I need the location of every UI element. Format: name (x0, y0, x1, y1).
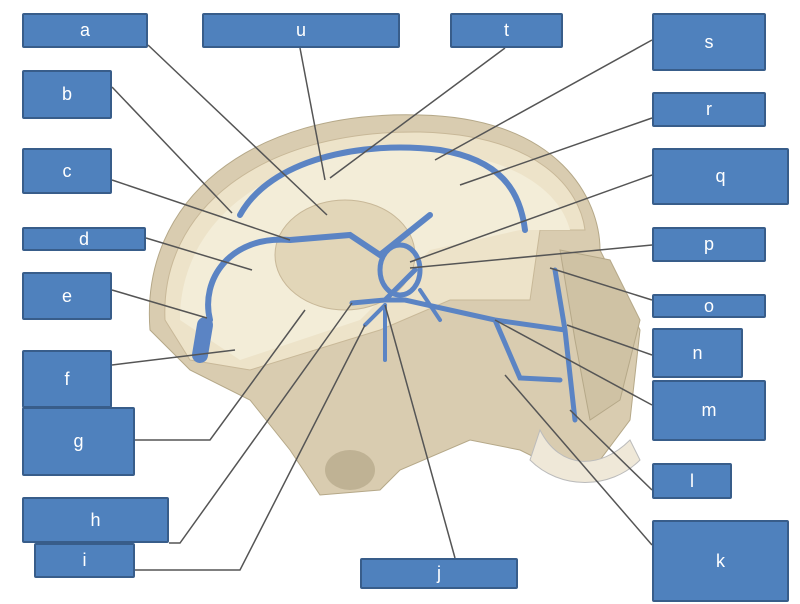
skull (148, 114, 641, 496)
label-b: b (22, 70, 112, 119)
label-u: u (202, 13, 400, 48)
label-d: d (22, 227, 146, 251)
label-n: n (652, 328, 743, 378)
leader-lines (111, 39, 653, 571)
label-f: f (22, 350, 112, 408)
label-t: t (450, 13, 563, 48)
label-c: c (22, 148, 112, 194)
label-h: h (22, 497, 169, 543)
label-m: m (652, 380, 766, 441)
label-k: k (652, 520, 789, 602)
label-r: r (652, 92, 766, 127)
label-g: g (22, 407, 135, 476)
label-i: i (34, 543, 135, 578)
label-j: j (360, 558, 518, 589)
label-o: o (652, 294, 766, 318)
label-a: a (22, 13, 148, 48)
label-e: e (22, 272, 112, 320)
label-s: s (652, 13, 766, 71)
label-q: q (652, 148, 789, 205)
venous-sinuses (192, 144, 578, 423)
label-l: l (652, 463, 732, 499)
label-p: p (652, 227, 766, 262)
